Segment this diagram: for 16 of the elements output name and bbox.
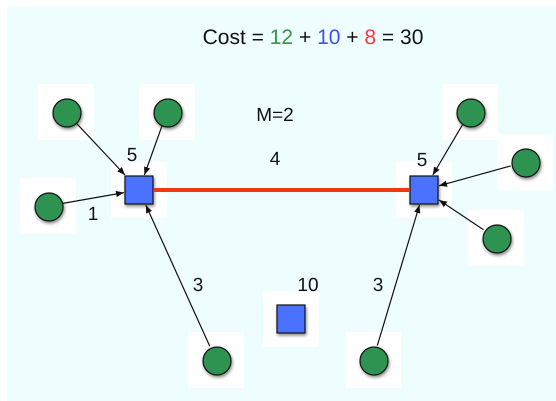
arrow	[145, 204, 210, 347]
arrow	[144, 126, 162, 176]
cost-label: 5	[126, 145, 138, 167]
arrow	[432, 124, 463, 176]
connector-line	[154, 188, 409, 192]
square-node	[111, 162, 167, 218]
square-node	[263, 291, 319, 347]
cost-label: 10	[297, 275, 319, 297]
arrow	[438, 200, 484, 230]
arrow	[438, 165, 511, 187]
arrow	[62, 190, 124, 204]
note-label: M=2	[256, 105, 294, 127]
arrow	[376, 204, 420, 346]
cost-label: 5	[416, 150, 428, 172]
arrow	[76, 122, 126, 176]
title: Cost = 12 + 10 + 8 = 30	[202, 26, 424, 50]
